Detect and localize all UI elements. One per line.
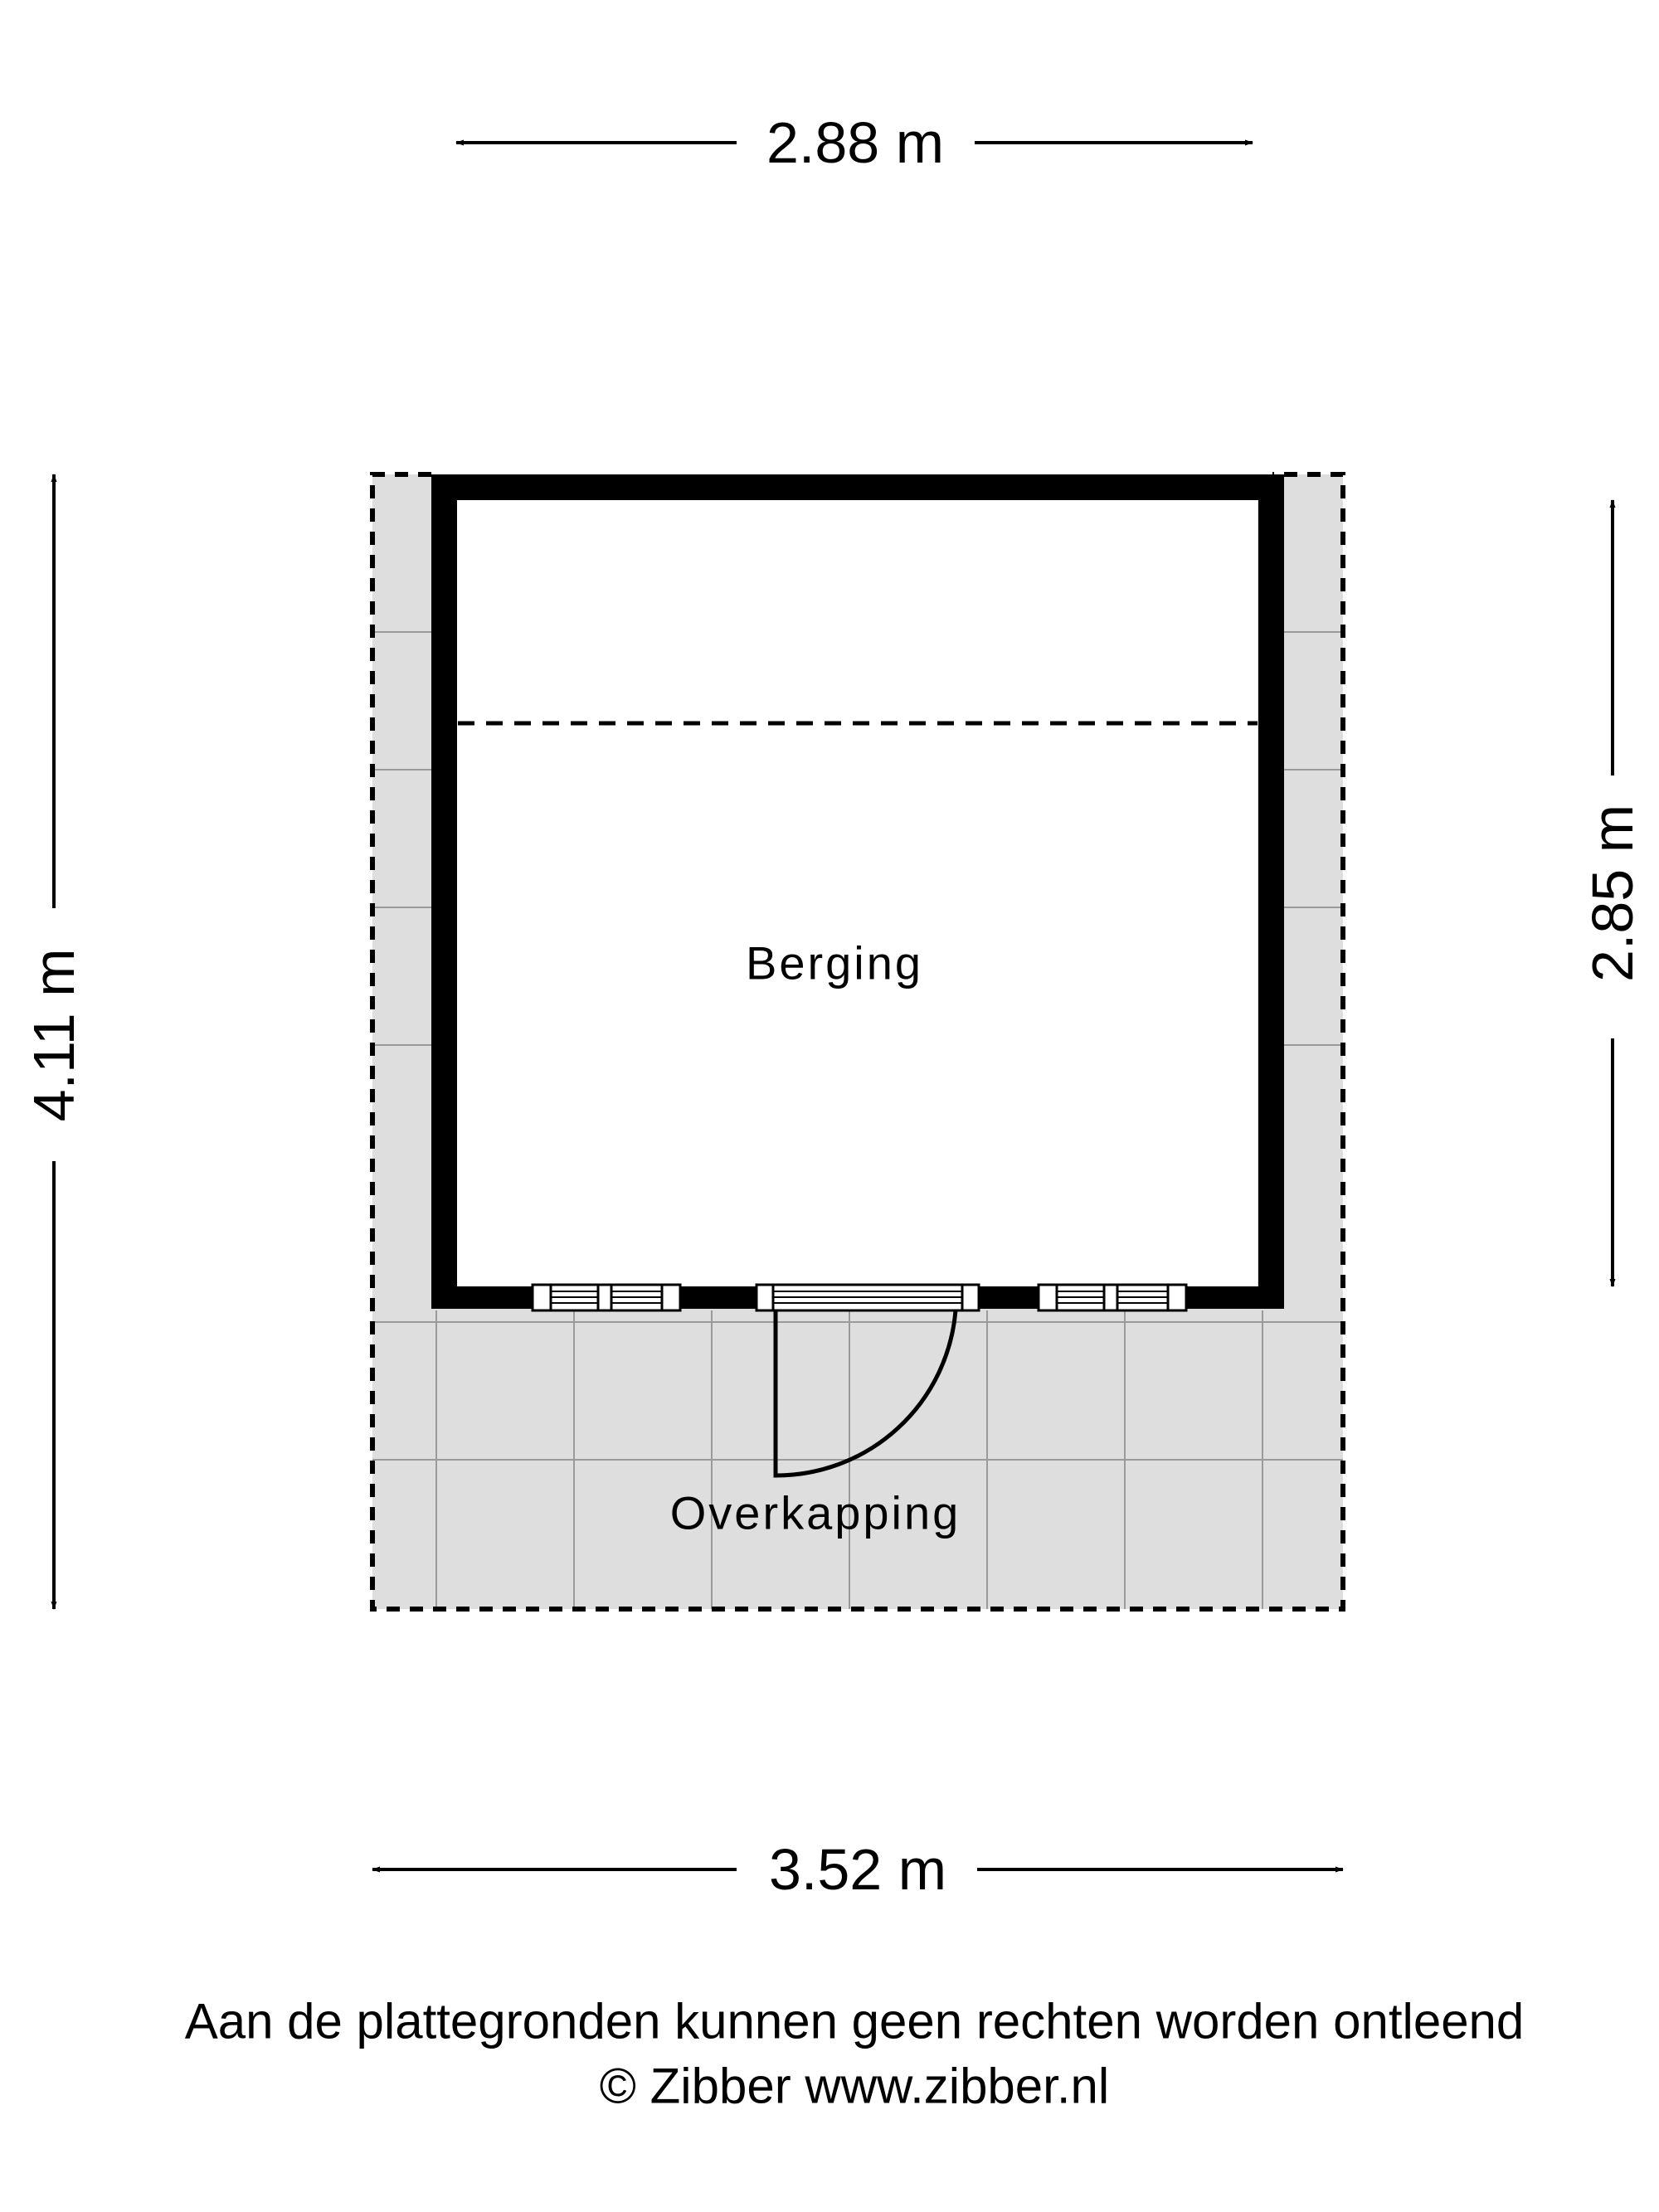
window-right	[1037, 1283, 1188, 1312]
disclaimer-text: Aan de plattegronden kunnen geen rechten…	[185, 1994, 1525, 2049]
dimension-left-label: 4.11 m	[22, 949, 86, 1122]
door	[755, 1283, 980, 1478]
room-label-canopy: Overkapping	[670, 1487, 961, 1539]
dimension-right: 2.85 m	[1580, 499, 1645, 1287]
dimension-top-label: 2.88 m	[766, 110, 944, 175]
dimension-bottom-label: 3.52 m	[769, 1837, 946, 1902]
window-left	[531, 1283, 682, 1312]
dimension-bottom: 3.52 m	[372, 1837, 1344, 1902]
door-swing	[773, 1310, 958, 1478]
canopy-area	[370, 472, 1345, 1612]
dimension-left: 4.11 m	[22, 474, 86, 1610]
dimension-top: 2.88 m	[455, 110, 1253, 175]
room-label-storage: Berging	[746, 937, 923, 989]
dimension-right-label: 2.85 m	[1580, 805, 1645, 982]
credit-text: © Zibber www.zibber.nl	[600, 2059, 1109, 2114]
